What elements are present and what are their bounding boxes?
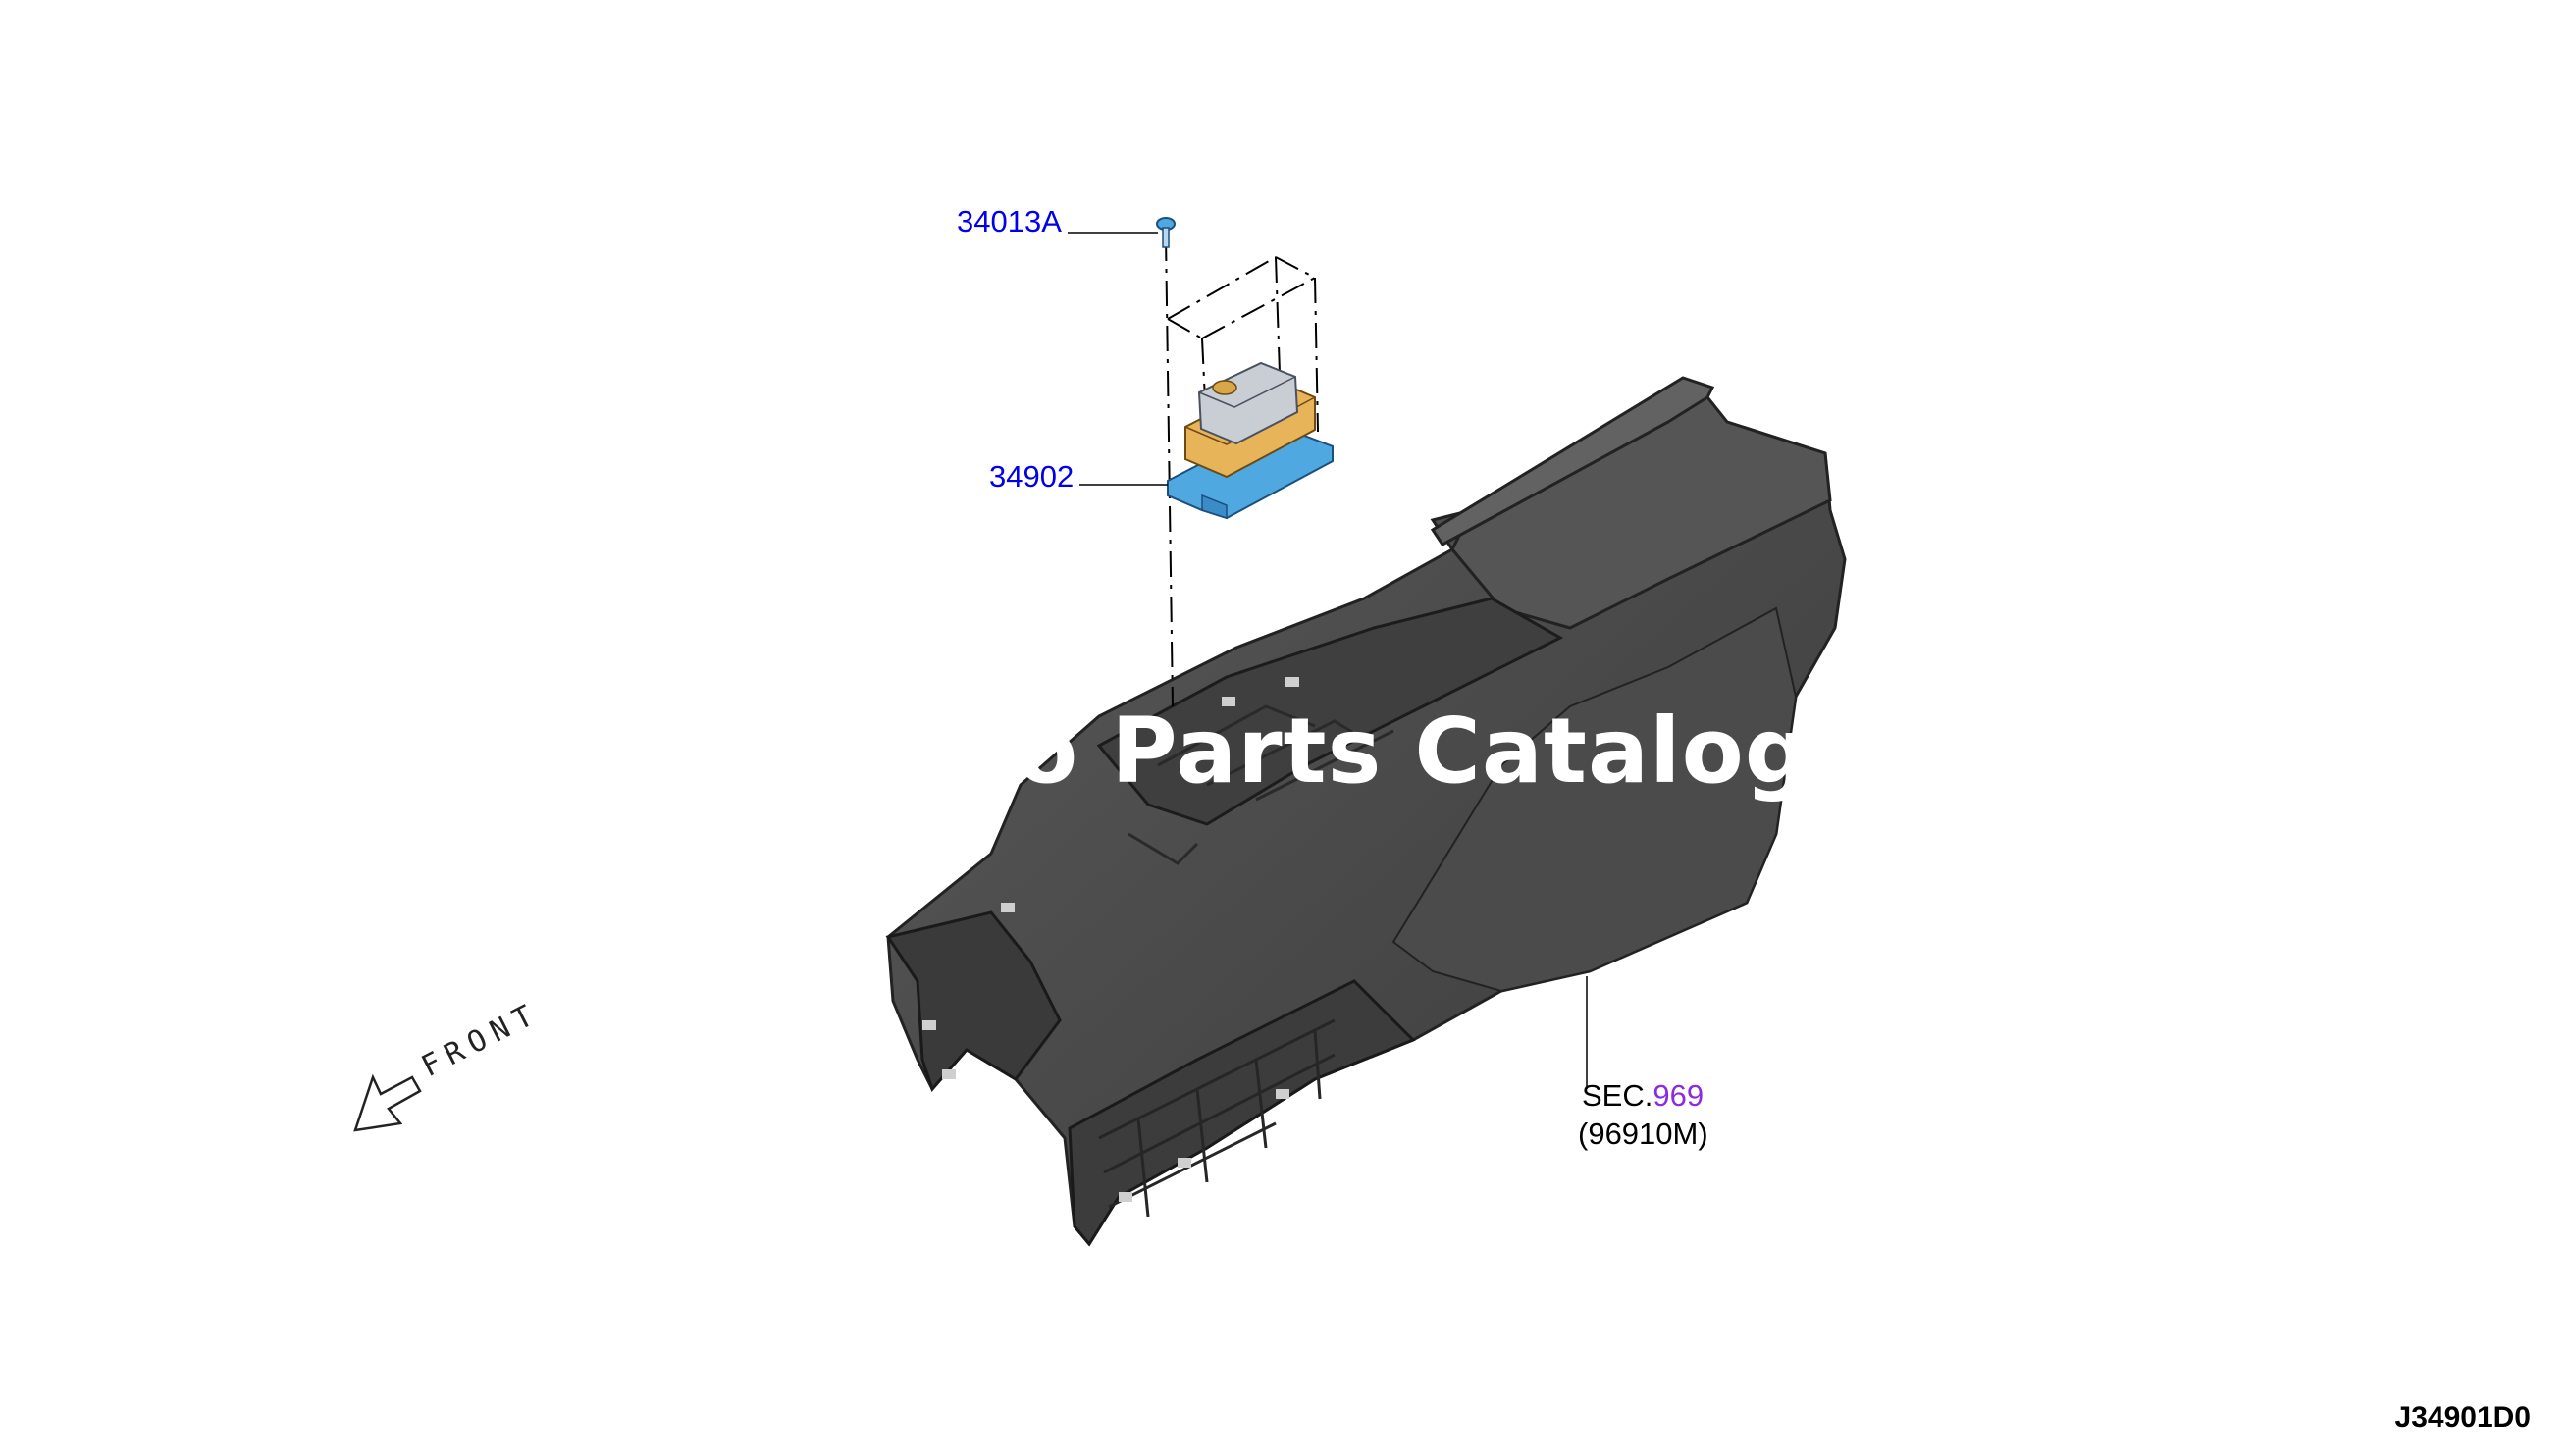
console-mounting-slots bbox=[922, 677, 1299, 1202]
callout-34902[interactable]: 34902 bbox=[989, 459, 1075, 494]
console-bracket-grid bbox=[1098, 1018, 1336, 1218]
center-console bbox=[885, 376, 1847, 1247]
console-left-leg bbox=[885, 910, 1062, 1092]
section-part-number: (96910M) bbox=[1578, 1116, 1708, 1151]
section-number-link[interactable]: 969 bbox=[1652, 1078, 1705, 1113]
console-side-panel bbox=[1391, 606, 1798, 993]
console-tray-ribs bbox=[1128, 704, 1394, 865]
console-tray bbox=[1096, 597, 1564, 826]
section-reference: SEC.969 (96910M) bbox=[1578, 1077, 1708, 1154]
module-part bbox=[1167, 361, 1334, 520]
leader-lines bbox=[1068, 232, 1588, 1089]
diagram-code: J34901D0 bbox=[2394, 1401, 2531, 1433]
arrow-front-icon bbox=[353, 1073, 422, 1132]
console-front-bracket bbox=[1068, 979, 1416, 1247]
callout-34013A[interactable]: 34013A bbox=[957, 204, 1062, 238]
watermark: to Parts Catalog P bbox=[971, 699, 1911, 804]
section-prefix: SEC. bbox=[1582, 1078, 1653, 1113]
bolt-part bbox=[1156, 217, 1176, 248]
console-armrest-handle bbox=[1430, 376, 1715, 546]
